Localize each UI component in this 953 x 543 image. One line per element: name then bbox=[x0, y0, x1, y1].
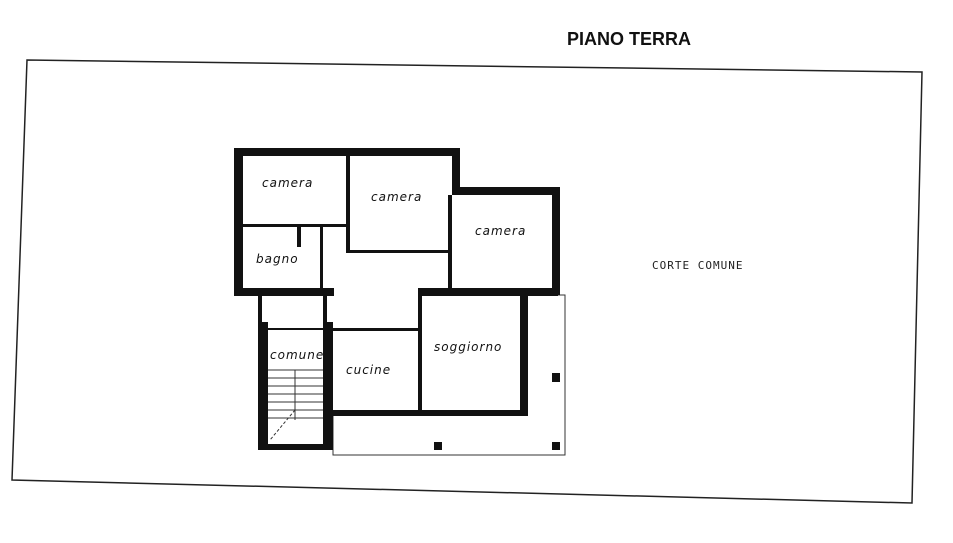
room-label-bagno: bagno bbox=[256, 252, 299, 266]
room-label-comune: comune bbox=[270, 348, 324, 362]
room-label-soggiorno: soggiorno bbox=[434, 340, 502, 354]
court-label: CORTE COMUNE bbox=[652, 259, 743, 272]
plan-title: PIANO TERRA bbox=[567, 29, 692, 49]
room-label-camera: camera bbox=[371, 190, 422, 204]
stairs bbox=[268, 369, 323, 441]
porch-pillars bbox=[434, 373, 560, 450]
room-label-camera: camera bbox=[262, 176, 313, 190]
room-label-cucina: cucine bbox=[346, 363, 391, 377]
room-label-camera: camera bbox=[475, 224, 526, 238]
walls bbox=[234, 148, 560, 450]
lot-boundary bbox=[11, 59, 923, 504]
